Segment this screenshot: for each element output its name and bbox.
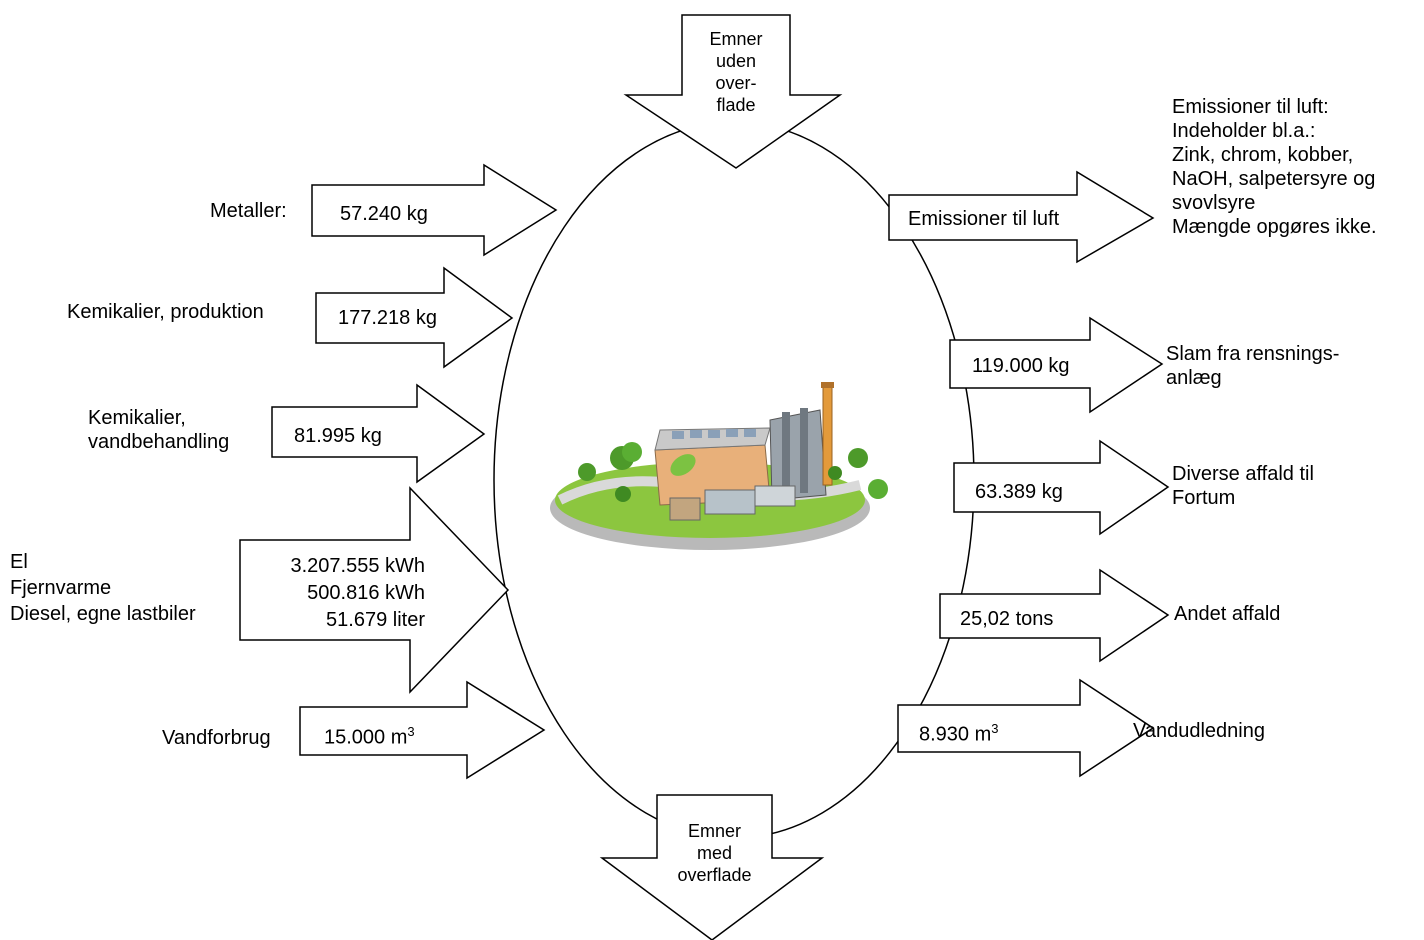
kemikalier-vand-arrow: [271, 383, 486, 484]
metaller-value: 57.240 kg: [340, 203, 428, 225]
diverse-label-line: Diverse affald til: [1172, 463, 1314, 485]
energi-label-line: El: [10, 551, 28, 573]
top-box-line: flade: [716, 95, 756, 115]
top-down-arrow: [623, 14, 843, 169]
kemikalier-produktion-label: Kemikalier, produktion: [67, 301, 264, 323]
andet-arrow: [939, 568, 1170, 663]
slam-label-line: Slam fra rensnings-: [1166, 343, 1340, 365]
emissioner-note-line: Emissioner til luft:: [1172, 96, 1329, 118]
metaller-arrow: [311, 163, 558, 257]
emissioner-note-line: Mængde opgøres ikke.: [1172, 216, 1377, 238]
kemikalier-produktion-arrow: [315, 266, 514, 369]
emissioner-note: Emissioner til luft: Indeholder bl.a.: Z…: [1172, 95, 1377, 239]
energi-arrow: [239, 486, 510, 694]
kemikalier-vand-value: 81.995 kg: [294, 425, 382, 447]
kemikalier-vand-label: Kemikalier, vandbehandling: [88, 406, 229, 454]
andet-label: Andet affald: [1174, 603, 1281, 625]
bottom-box-label: Emner med overflade: [657, 820, 772, 886]
bottom-box-line: Emner: [687, 821, 741, 841]
kemikalier-vand-line: Kemikalier,: [88, 407, 186, 429]
diverse-label-line: Fortum: [1172, 487, 1236, 509]
andet-value: 25,02 tons: [960, 608, 1054, 630]
slam-value: 119.000 kg: [972, 355, 1070, 377]
top-box-line: uden: [715, 51, 757, 71]
vandforbrug-label: Vandforbrug: [162, 727, 271, 749]
vandforbrug-value: 15.000 m3: [324, 720, 415, 750]
energi-value-line: 500.816 kWh: [307, 582, 425, 604]
vandforbrug-value-text: 15.000 m: [324, 726, 408, 749]
factory-illustration: [550, 382, 888, 550]
emissioner-note-line: Zink, chrom, kobber,: [1172, 144, 1354, 166]
diverse-label: Diverse affald til Fortum: [1172, 462, 1314, 510]
emissioner-note-line: NaOH, salpetersyre og: [1172, 168, 1376, 190]
emissioner-note-line: svovlsyre: [1172, 192, 1256, 214]
kemikalier-vand-line: vandbehandling: [88, 431, 230, 453]
emissioner-note-line: Indeholder bl.a.:: [1172, 120, 1316, 142]
diverse-arrow: [953, 439, 1170, 536]
bottom-box-line: med: [696, 843, 732, 863]
vandudledning-label: Vandudledning: [1133, 720, 1265, 742]
top-box-label: Emner uden over- flade: [682, 28, 790, 116]
vandforbrug-unit-exponent: 3: [407, 724, 415, 739]
vandforbrug-arrow: [299, 680, 546, 780]
energi-values: 3.207.555 kWh 500.816 kWh 51.679 liter: [245, 553, 425, 634]
vandudledning-arrow: [897, 678, 1155, 778]
energi-label-line: Diesel, egne lastbiler: [10, 603, 196, 625]
bottom-down-arrow: [599, 794, 825, 940]
vandudledning-unit-exponent: 3: [991, 721, 999, 736]
energi-value-line: 51.679 liter: [326, 609, 425, 631]
kemikalier-produktion-value: 177.218 kg: [338, 307, 437, 329]
diverse-value: 63.389 kg: [975, 481, 1063, 503]
energi-value-line: 3.207.555 kWh: [290, 555, 425, 577]
bottom-box-line: overflade: [677, 865, 752, 885]
energi-label-line: Fjernvarme: [10, 577, 112, 599]
slam-label: Slam fra rensnings- anlæg: [1166, 342, 1339, 390]
metaller-label: Metaller:: [210, 200, 287, 222]
slam-arrow: [949, 316, 1164, 414]
vandudledning-value: 8.930 m3: [919, 717, 999, 747]
top-box-line: Emner: [709, 29, 763, 49]
emissioner-arrow-text: Emissioner til luft: [908, 208, 1060, 230]
slam-label-line: anlæg: [1166, 367, 1222, 389]
emissioner-arrow: [888, 170, 1155, 264]
energi-label: El Fjernvarme Diesel, egne lastbiler: [10, 549, 196, 627]
top-box-line: over-: [715, 73, 757, 93]
vandudledning-value-text: 8.930 m: [919, 723, 992, 746]
